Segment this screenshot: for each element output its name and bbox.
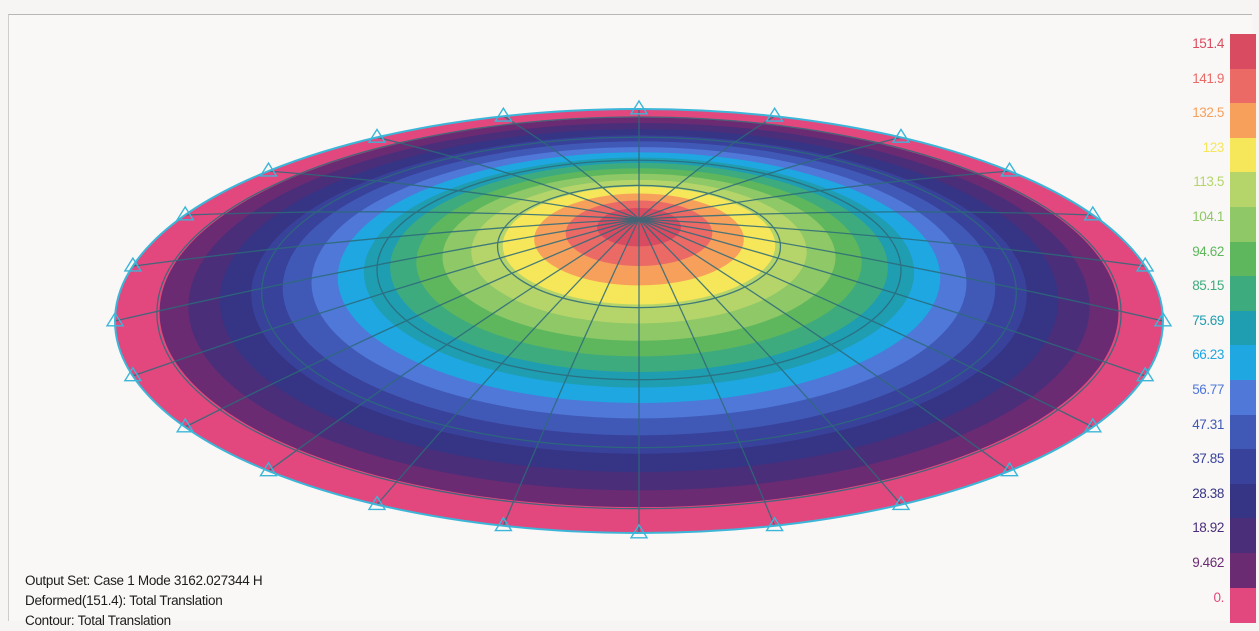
- legend-swatch: [1230, 380, 1256, 416]
- legend-swatch: [1230, 345, 1256, 381]
- constraint-triangle: [1000, 461, 1019, 477]
- legend-label: 141.9: [1192, 70, 1224, 86]
- mesh-lines: [114, 109, 1164, 533]
- legend-swatch: [1230, 587, 1256, 624]
- mesh-radial-line: [132, 218, 640, 377]
- constraint-triangle: [494, 106, 513, 122]
- plot-info-box: Output Set: Case 1 Mode 3162.027344 H De…: [25, 571, 263, 631]
- mesh-radial-line: [638, 218, 1010, 472]
- legend-label: 47.31: [1192, 416, 1224, 432]
- mesh-radial-line: [638, 211, 1093, 220]
- contour-text: Contour: Total Translation: [25, 613, 171, 628]
- legend-label: 85.15: [1192, 278, 1224, 294]
- legend-swatch: [1230, 414, 1256, 451]
- mesh-radial-line: [638, 115, 775, 220]
- legend-swatch: [1230, 103, 1256, 139]
- mesh-radial-line: [376, 136, 640, 220]
- mesh-radial-line: [638, 218, 902, 506]
- constraint-triangle: [765, 106, 784, 122]
- legend-label: 66.23: [1192, 347, 1224, 363]
- constraint-triangle: [1135, 366, 1155, 382]
- mesh-ring-line: [496, 184, 782, 309]
- mesh-radial-line: [638, 218, 1146, 377]
- model-outline: [114, 108, 1164, 534]
- legend-label: 113.5: [1193, 174, 1224, 190]
- legend-swatch: [1230, 68, 1256, 105]
- mesh-radial-line: [638, 136, 902, 220]
- mesh-radial-line: [376, 218, 640, 506]
- constraint-triangle: [175, 205, 195, 221]
- constraint-triangle: [629, 99, 649, 115]
- mesh-ring-line: [261, 136, 1017, 449]
- mesh-radial-line: [185, 211, 640, 220]
- constraint-markers: [105, 99, 1173, 539]
- mesh-radial-line: [638, 218, 1094, 428]
- legend-label: 0.: [1213, 589, 1225, 605]
- legend-label: 18.92: [1192, 520, 1224, 536]
- constraint-triangle: [1135, 256, 1155, 272]
- mesh-radial-line: [638, 170, 1010, 220]
- legend-label: 123: [1202, 139, 1225, 155]
- legend-label: 94.62: [1192, 243, 1224, 259]
- legend-swatch: [1230, 172, 1256, 208]
- mesh-ring-line: [156, 116, 1122, 510]
- legend-swatch: [1230, 518, 1256, 554]
- constraint-triangle: [891, 128, 911, 143]
- mesh-radial-line: [503, 115, 640, 220]
- mesh-radial-line: [638, 218, 1146, 267]
- constraint-triangle: [1083, 417, 1103, 433]
- contour-plot[interactable]: [9, 15, 1252, 621]
- constraint-triangle: [175, 417, 195, 433]
- contour-legend: 151.4 141.9 132.5 123 113.5 104.1 94.62 85.15 75…: [1168, 30, 1258, 624]
- legend-label: 151.4: [1192, 36, 1224, 51]
- legend-label: 28.38: [1192, 485, 1224, 501]
- legend-swatch: [1230, 137, 1256, 174]
- mesh-radial-line: [268, 218, 640, 472]
- constraint-triangle: [494, 516, 513, 532]
- mesh-radial-line: [132, 218, 640, 267]
- mesh-radial-line: [502, 218, 640, 527]
- legend-label: 75.69: [1192, 312, 1224, 328]
- constraint-triangle: [367, 495, 387, 511]
- mesh-ring-line: [376, 159, 902, 381]
- legend-swatch: [1230, 310, 1256, 347]
- constraint-triangle: [1153, 311, 1173, 327]
- legend-swatch: [1230, 553, 1256, 589]
- constraint-triangle: [259, 161, 278, 177]
- mesh-radial-line: [184, 218, 640, 428]
- legend-swatch: [1230, 241, 1256, 278]
- constraint-triangle: [1000, 161, 1019, 177]
- constraint-triangle: [629, 523, 649, 539]
- constraint-triangle: [259, 461, 278, 477]
- legend-swatch: [1230, 276, 1256, 312]
- constraint-triangle: [1083, 205, 1103, 221]
- constraint-triangle: [123, 366, 143, 382]
- legend-swatch: [1230, 449, 1256, 485]
- legend-label: 37.85: [1192, 451, 1224, 467]
- legend-label: 132.5: [1192, 105, 1224, 121]
- mesh-radial-line: [638, 218, 776, 527]
- constraint-triangle: [765, 516, 784, 532]
- mesh-radial-line: [268, 170, 640, 220]
- constraint-triangle: [367, 128, 387, 143]
- constraint-triangle: [105, 311, 125, 327]
- legend-swatch: [1230, 34, 1256, 70]
- legend-label: 56.77: [1192, 382, 1224, 397]
- constraint-triangle: [891, 495, 911, 511]
- output-set-text: Output Set: Case 1 Mode 3162.027344 H: [25, 573, 263, 588]
- legend-label: 9.462: [1192, 555, 1224, 570]
- legend-swatch: [1230, 207, 1256, 243]
- deformed-text: Deformed(151.4): Total Translation: [25, 593, 223, 608]
- constraint-triangle: [123, 256, 143, 272]
- model-viewport[interactable]: Output Set: Case 1 Mode 3162.027344 H De…: [8, 14, 1252, 628]
- legend-swatch: [1230, 483, 1256, 520]
- legend-label: 104.1: [1192, 209, 1224, 224]
